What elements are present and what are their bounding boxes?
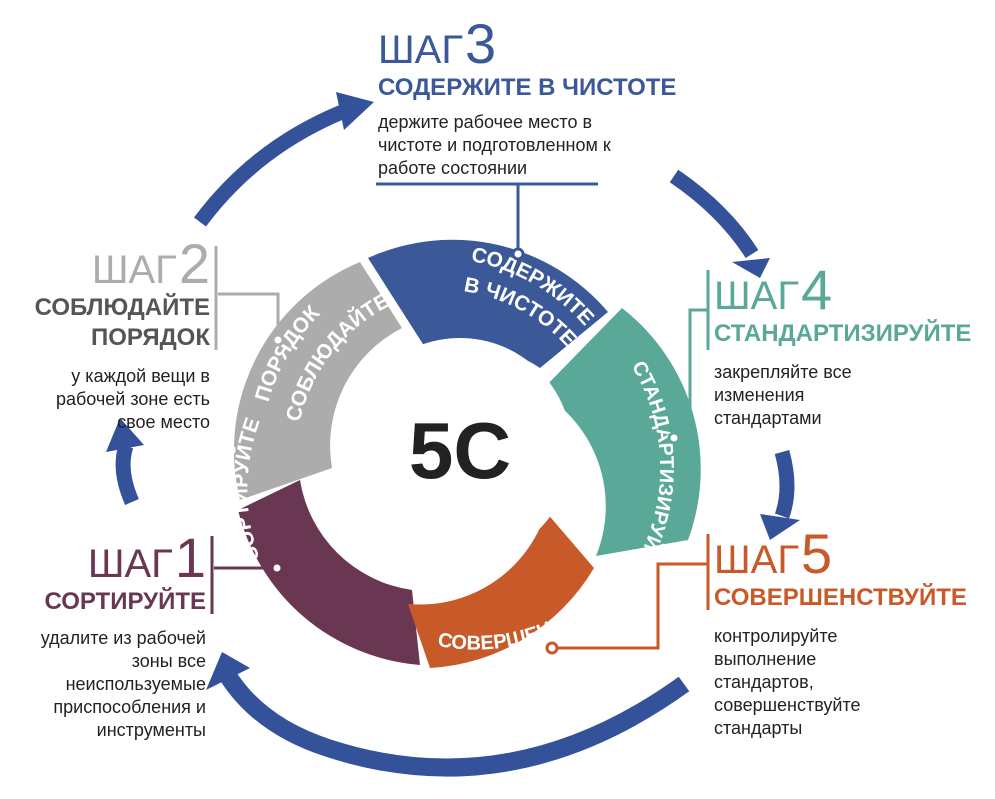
segment-standardize xyxy=(540,308,701,556)
connector-step5 xyxy=(552,562,708,650)
step-3-number: 3 xyxy=(465,12,497,75)
connector-step2 xyxy=(218,292,280,340)
step-4-description: закрепляйте все изменения стандартами xyxy=(714,362,852,428)
segment-sort xyxy=(238,480,420,665)
arrow-step5-to-step1 xyxy=(220,671,690,777)
step-1-title: СОРТИРУЙТЕ xyxy=(44,588,206,615)
arrow-step3-to-step4-head xyxy=(732,258,770,278)
step-1-block: ШАГ 1 СОРТИРУЙТЕ удалите из рабочей зоны… xyxy=(1,530,206,742)
connector-step4-dot xyxy=(667,431,681,445)
step-1-word: ШАГ xyxy=(87,542,173,586)
arrow-step2-to-step3-head xyxy=(336,92,374,130)
arrow-step1-to-step2-head xyxy=(106,418,144,452)
connector-step1-dot xyxy=(270,561,284,575)
wheel: 5С xyxy=(233,239,701,668)
segment-set-in-order xyxy=(233,262,402,500)
step-5-word: ШАГ xyxy=(714,538,799,582)
connector-step4 xyxy=(674,308,708,440)
step-2-word: ШАГ xyxy=(91,248,177,292)
step-5-description: контролируйте выполнение стандартов, сов… xyxy=(714,626,861,738)
step-1-number: 1 xyxy=(174,526,206,589)
step-1-description: удалите из рабочей зоны все неиспользуем… xyxy=(40,628,206,740)
step-3-heading: ШАГ 3 xyxy=(378,16,698,73)
connector-step5-dot xyxy=(545,641,559,655)
step-2-title: СОБЛЮДАЙТЕ ПОРЯДОК xyxy=(34,294,210,351)
step-3-description: держите рабочее место в чистоте и подгот… xyxy=(378,112,611,178)
segment-shine xyxy=(368,239,608,368)
arrow-step2-to-step3 xyxy=(193,105,345,227)
wheel-hub xyxy=(348,338,572,562)
step-2-description: у каждой вещи в рабочей зоне есть свое м… xyxy=(55,366,210,432)
step-4-block: ШАГ 4 СТАНДАРТИЗИРУЙТЕ закрепляйте все и… xyxy=(714,262,984,430)
arrow-step1-to-step2 xyxy=(115,443,139,506)
arrow-step5-to-step1-head xyxy=(206,652,250,690)
arrow-step3-to-step4 xyxy=(669,169,759,259)
step-4-title: СТАНДАРТИЗИРУЙТЕ xyxy=(714,320,972,347)
step-5-heading: ШАГ 5 xyxy=(714,526,984,583)
step-2-number: 2 xyxy=(178,232,210,295)
step-5-number: 5 xyxy=(801,522,833,585)
connector-step3-dot xyxy=(511,247,525,261)
cycle-arrows xyxy=(106,92,800,777)
step-4-heading: ШАГ 4 xyxy=(714,262,984,319)
step-2-heading: ШАГ 2 xyxy=(5,236,210,293)
step-2-block: ШАГ 2 СОБЛЮДАЙТЕ ПОРЯДОК у каждой вещи в… xyxy=(5,236,210,434)
step-4-number: 4 xyxy=(801,258,833,321)
center-label: 5С xyxy=(409,406,511,495)
arrow-step4-to-step5-head xyxy=(760,514,800,540)
step-5-block: ШАГ 5 СОВЕРШЕНСТВУЙТЕ контролируйте выпо… xyxy=(714,526,984,740)
step-3-block: ШАГ 3 СОДЕРЖИТЕ В ЧИСТОТЕ держите рабоче… xyxy=(378,16,698,180)
step-5-title: СОВЕРШЕНСТВУЙТЕ xyxy=(714,584,967,611)
step-1-heading: ШАГ 1 xyxy=(1,530,206,587)
connectors xyxy=(210,182,710,655)
step-3-word: ШАГ xyxy=(378,28,463,72)
step-3-title: СОДЕРЖИТЕ В ЧИСТОТЕ xyxy=(378,74,677,101)
connector-step2-dot xyxy=(271,333,285,347)
arrow-step4-to-step5 xyxy=(774,449,795,519)
segment-sustain xyxy=(408,512,594,668)
step-4-word: ШАГ xyxy=(714,274,799,318)
